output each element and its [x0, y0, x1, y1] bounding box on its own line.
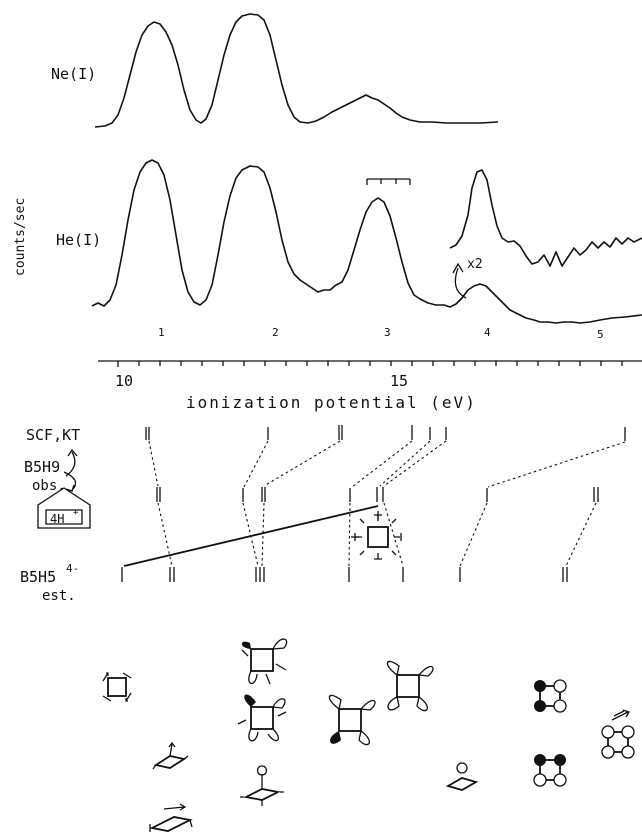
- orbital-rhombus-axial: [152, 741, 189, 770]
- house-charge: +: [73, 508, 79, 518]
- ne-trace: [94, 13, 499, 128]
- tick-label-15: 15: [390, 372, 408, 390]
- scf-levels: [145, 425, 626, 441]
- b5h9-obs-label: obs.: [32, 478, 66, 494]
- orbital-sketches: [102, 638, 635, 832]
- he-spectrum: He(I) x2: [56, 159, 642, 324]
- orbital-rhombus-horizontal: [149, 803, 193, 832]
- band3-bracket: [366, 178, 411, 185]
- orbital-rhombus-circle: [445, 762, 479, 791]
- he-label: He(I): [56, 231, 101, 249]
- orbital-square-lobes-mid: [237, 694, 287, 742]
- scale-arrow: [454, 267, 467, 299]
- orbital-circle-square-a: [534, 679, 567, 713]
- house-outline: [37, 487, 91, 529]
- scale-arrow-head: [452, 262, 464, 274]
- band-number-2: 2: [272, 326, 279, 339]
- scale-label: x2: [467, 257, 483, 272]
- orbital-square-tangential: [102, 672, 132, 702]
- band-numbers: 1 2 3 4 5: [158, 326, 604, 341]
- ne-label: Ne(I): [51, 65, 96, 83]
- b5h5-est-label: est.: [42, 588, 76, 604]
- orbital-circle-square-b: [533, 754, 567, 787]
- orbital-square-four-lobes-a: [328, 694, 376, 746]
- corr-obs-est: [157, 502, 597, 567]
- band-number-5: 5: [597, 328, 604, 341]
- correlation-lines: [123, 440, 626, 567]
- scf-kt-label: SCF,KT: [26, 426, 80, 444]
- level-labels: SCF,KT B5H9 obs. B5H5 4- est. 4H +: [20, 426, 91, 604]
- band-number-4: 4: [484, 326, 491, 339]
- scf-ticks: [145, 425, 626, 441]
- axis-title: ionization potential (eV): [186, 393, 477, 412]
- obs-levels: [156, 487, 599, 502]
- b5h5-formula: B5H5: [20, 568, 56, 586]
- band-number-1: 1: [158, 326, 165, 339]
- orbital-plus-minus: [351, 511, 402, 560]
- obs-ticks: [156, 487, 599, 502]
- tick-label-10: 10: [115, 372, 133, 390]
- he-trace-x2: [449, 169, 642, 267]
- orbital-circle-square-c: [601, 709, 635, 759]
- corr-scf-obs: [148, 440, 626, 488]
- orbital-rhombus-p: [240, 765, 284, 806]
- obs-arrow: [63, 471, 77, 492]
- axis-ticks: [117, 361, 623, 367]
- he-trace: [91, 159, 642, 324]
- band-number-3: 3: [384, 326, 391, 339]
- est-ticks: [121, 567, 568, 582]
- scf-arrow: [65, 448, 78, 477]
- energy-axis: 10 15 ionization potential (eV): [98, 360, 642, 412]
- b5h5-charge: 4-: [66, 562, 79, 575]
- b5h9-formula: B5H9: [24, 458, 60, 476]
- est-levels: [121, 567, 568, 582]
- orbital-square-four-lobes-b: [386, 660, 434, 712]
- orbital-square-lobes-top: [241, 638, 288, 685]
- 4h-correlation-line: [123, 505, 379, 567]
- ne-spectrum: Ne(I): [51, 13, 499, 128]
- house-label: 4H: [50, 512, 64, 526]
- y-axis-label: counts/sec: [13, 198, 28, 276]
